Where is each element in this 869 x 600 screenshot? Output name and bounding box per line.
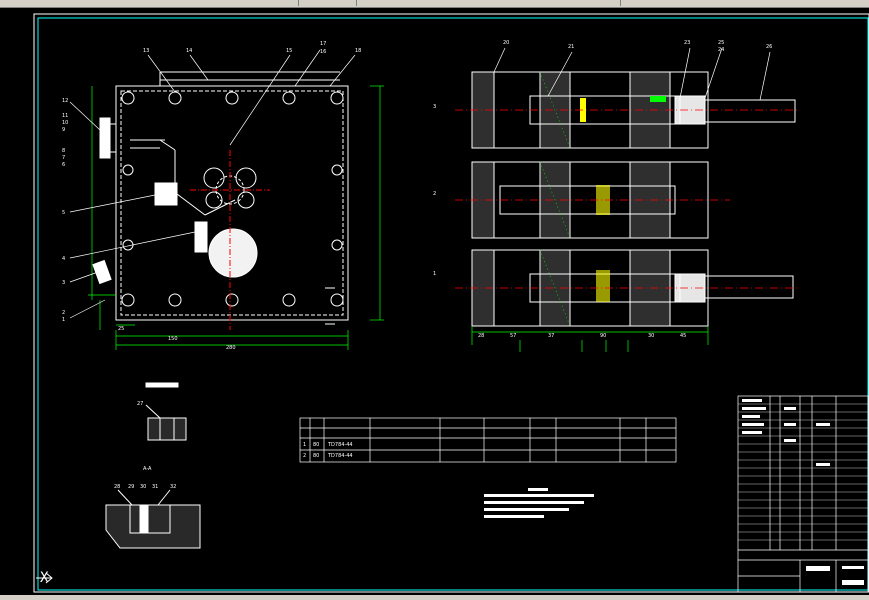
svg-text:9: 9 — [62, 127, 65, 133]
detail-balloon: 27 — [137, 401, 143, 407]
svg-text:TD784-44: TD784-44 — [327, 442, 353, 448]
svg-text:90: 90 — [600, 333, 606, 339]
plan-view — [92, 71, 349, 330]
svg-text:1: 1 — [433, 271, 436, 277]
svg-text:150: 150 — [168, 336, 178, 342]
section-leaders — [493, 47, 771, 101]
svg-text:4: 4 — [62, 256, 65, 262]
svg-text:280: 280 — [226, 345, 236, 351]
title-block-rows — [738, 403, 868, 541]
svg-text:5: 5 — [62, 210, 65, 216]
toolbar-segment[interactable] — [356, 0, 617, 6]
detail-aa-balloons: 28 29 30 31 32 — [114, 484, 176, 490]
svg-text:80: 80 — [313, 442, 319, 448]
parameter-table — [299, 417, 677, 463]
plan-leaders — [69, 49, 356, 319]
detail-aa — [105, 489, 201, 549]
section-dim-labels: 28 57 37 90 30 45 — [478, 333, 686, 339]
plan-outer-plate — [115, 85, 349, 321]
section-balloons: 20 21 23 25 24 26 3 2 1 — [433, 40, 772, 277]
title-block-fill — [742, 399, 864, 585]
svg-text:13: 13 — [143, 48, 149, 54]
section-aa-title: A-A — [143, 466, 152, 472]
sheet-inner-border — [37, 17, 869, 591]
svg-text:10: 10 — [62, 120, 68, 126]
svg-text:1: 1 — [303, 442, 306, 448]
section-centerlines — [455, 109, 800, 289]
svg-text:11: 11 — [62, 113, 68, 119]
svg-text:37: 37 — [548, 333, 554, 339]
svg-text:25: 25 — [718, 40, 724, 46]
svg-text:18: 18 — [355, 48, 361, 54]
svg-text:15: 15 — [286, 48, 292, 54]
svg-text:14: 14 — [186, 48, 192, 54]
svg-text:2: 2 — [62, 310, 65, 316]
section-dims — [471, 326, 709, 352]
plan-dim-labels: 25 150 280 — [118, 326, 236, 351]
plan-dimensions — [88, 85, 384, 350]
plan-balloons: 13 14 15 17 16 18 12 11 10 9 8 7 6 5 4 3… — [62, 41, 361, 323]
svg-text:30: 30 — [648, 333, 654, 339]
svg-text:30: 30 — [140, 484, 146, 490]
status-bar-strip — [0, 595, 869, 600]
svg-text:2: 2 — [303, 453, 306, 459]
svg-text:24: 24 — [718, 47, 724, 53]
svg-text:32: 32 — [170, 484, 176, 490]
svg-text:28: 28 — [478, 333, 484, 339]
svg-text:80: 80 — [313, 453, 319, 459]
svg-text:21: 21 — [568, 44, 574, 50]
svg-text:23: 23 — [684, 40, 690, 46]
ucs-icon — [36, 572, 53, 584]
svg-text:31: 31 — [152, 484, 158, 490]
svg-text:25: 25 — [118, 326, 124, 332]
toolbar-segment[interactable] — [620, 0, 869, 6]
svg-text:3: 3 — [62, 280, 65, 286]
svg-text:26: 26 — [766, 44, 772, 50]
svg-text:6: 6 — [62, 162, 65, 168]
title-block — [737, 395, 869, 593]
table-notes — [484, 488, 594, 518]
svg-text:1: 1 — [62, 317, 65, 323]
svg-text:3: 3 — [433, 104, 436, 110]
svg-text:7: 7 — [62, 155, 65, 161]
svg-text:29: 29 — [128, 484, 134, 490]
svg-text:16: 16 — [320, 49, 326, 55]
svg-text:8: 8 — [62, 148, 65, 154]
svg-text:57: 57 — [510, 333, 516, 339]
plan-bolt-holes — [121, 91, 344, 307]
parameter-table-text: 1 80 TD784-44 2 80 TD784-44 — [303, 442, 353, 459]
svg-text:20: 20 — [503, 40, 509, 46]
svg-text:28: 28 — [114, 484, 120, 490]
svg-text:TD784-44: TD784-44 — [327, 453, 353, 459]
svg-text:45: 45 — [680, 333, 686, 339]
toolbar-segment[interactable] — [298, 0, 353, 6]
ucs-axis-label: X — [40, 570, 49, 586]
sheet-outer-border — [33, 13, 869, 593]
detail-top — [145, 382, 187, 441]
svg-text:17: 17 — [320, 41, 326, 47]
svg-text:2: 2 — [433, 191, 436, 197]
svg-text:12: 12 — [62, 98, 68, 104]
window-toolbar-strip — [0, 0, 869, 8]
